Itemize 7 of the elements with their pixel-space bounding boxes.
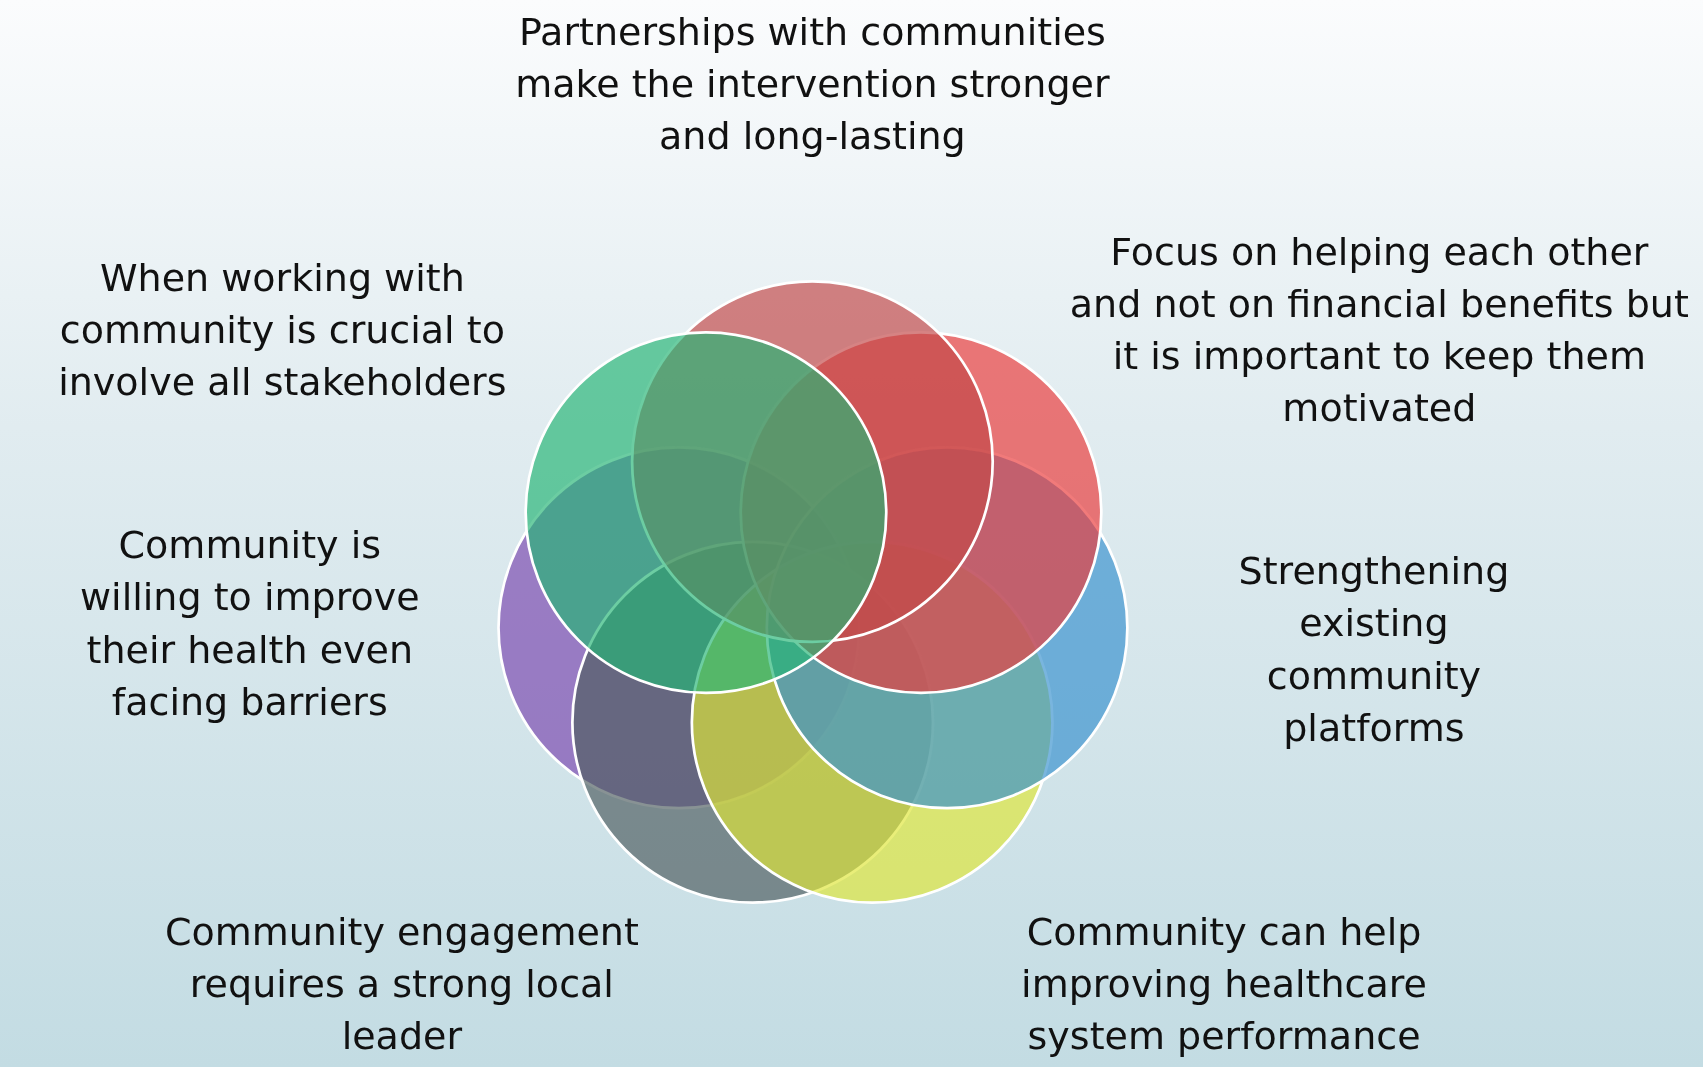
- caption-text: When working with community is crucial to involve all stakeholders: [57, 255, 508, 407]
- caption-text: Strengthening existing community platforms: [1237, 548, 1511, 752]
- caption-text: Community is willing to improve their health even facing barriers: [79, 522, 421, 726]
- caption-text: Focus on helping each other and not on financial benefits but it is important to keep them motivated: [1069, 229, 1689, 433]
- caption-text: Community engagement requires a strong local leader: [163, 909, 640, 1060]
- caption-text: Partnerships with communities make the intervention stronger and long-lasting: [514, 8, 1111, 160]
- caption-text: Community can help improving healthcare system performance: [1020, 909, 1428, 1060]
